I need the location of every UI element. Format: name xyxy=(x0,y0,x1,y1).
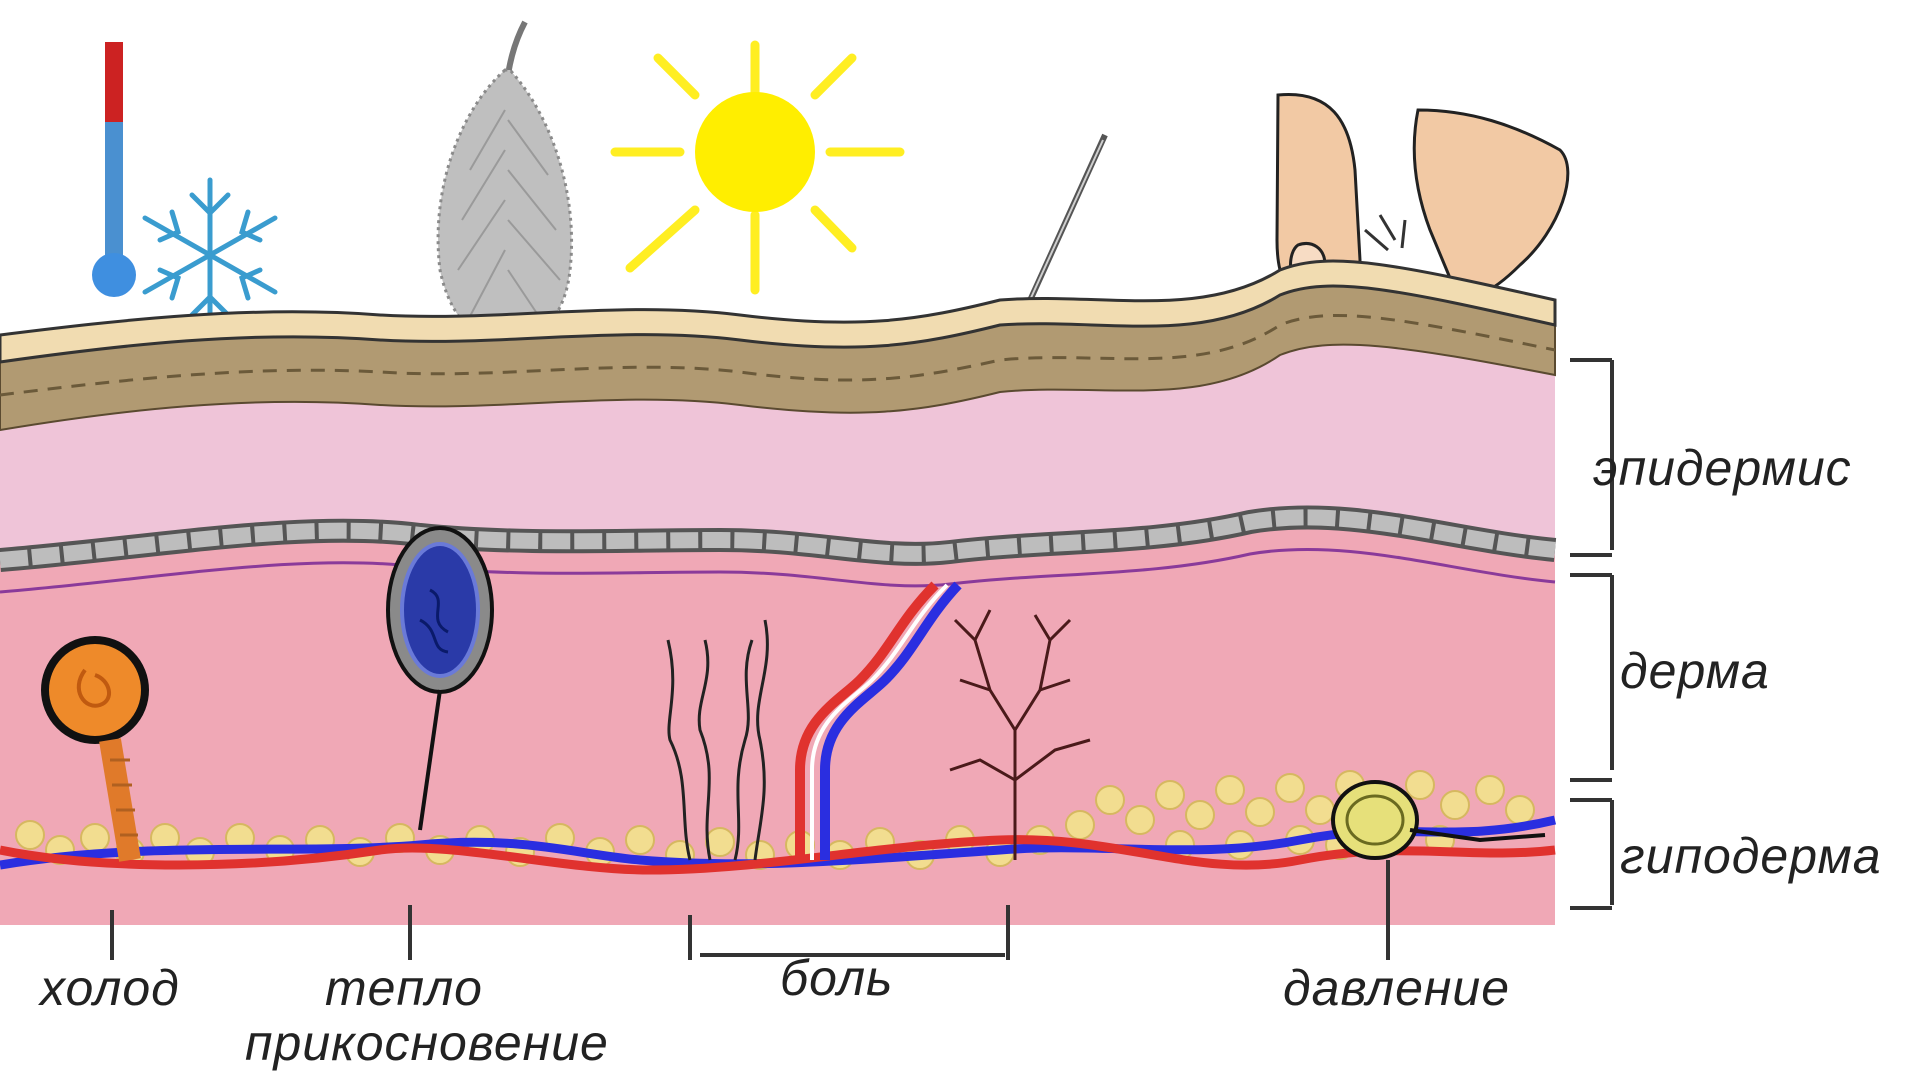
snowflake-icon xyxy=(145,180,275,330)
label-heat: тепло xyxy=(325,960,483,1016)
label-touch: прикосновение xyxy=(245,1015,609,1071)
label-cold: холод xyxy=(38,960,180,1016)
skin-cross-section xyxy=(0,261,1555,925)
label-dermis: дерма xyxy=(1620,643,1770,699)
thermometer-icon xyxy=(92,42,136,297)
label-pressure: давление xyxy=(1283,960,1510,1016)
label-epidermis: эпидермис xyxy=(1593,440,1852,496)
sun-icon xyxy=(615,45,900,290)
label-pain: боль xyxy=(780,950,893,1006)
feather-icon xyxy=(438,22,571,345)
label-hypodermis: гиподерма xyxy=(1620,828,1882,884)
